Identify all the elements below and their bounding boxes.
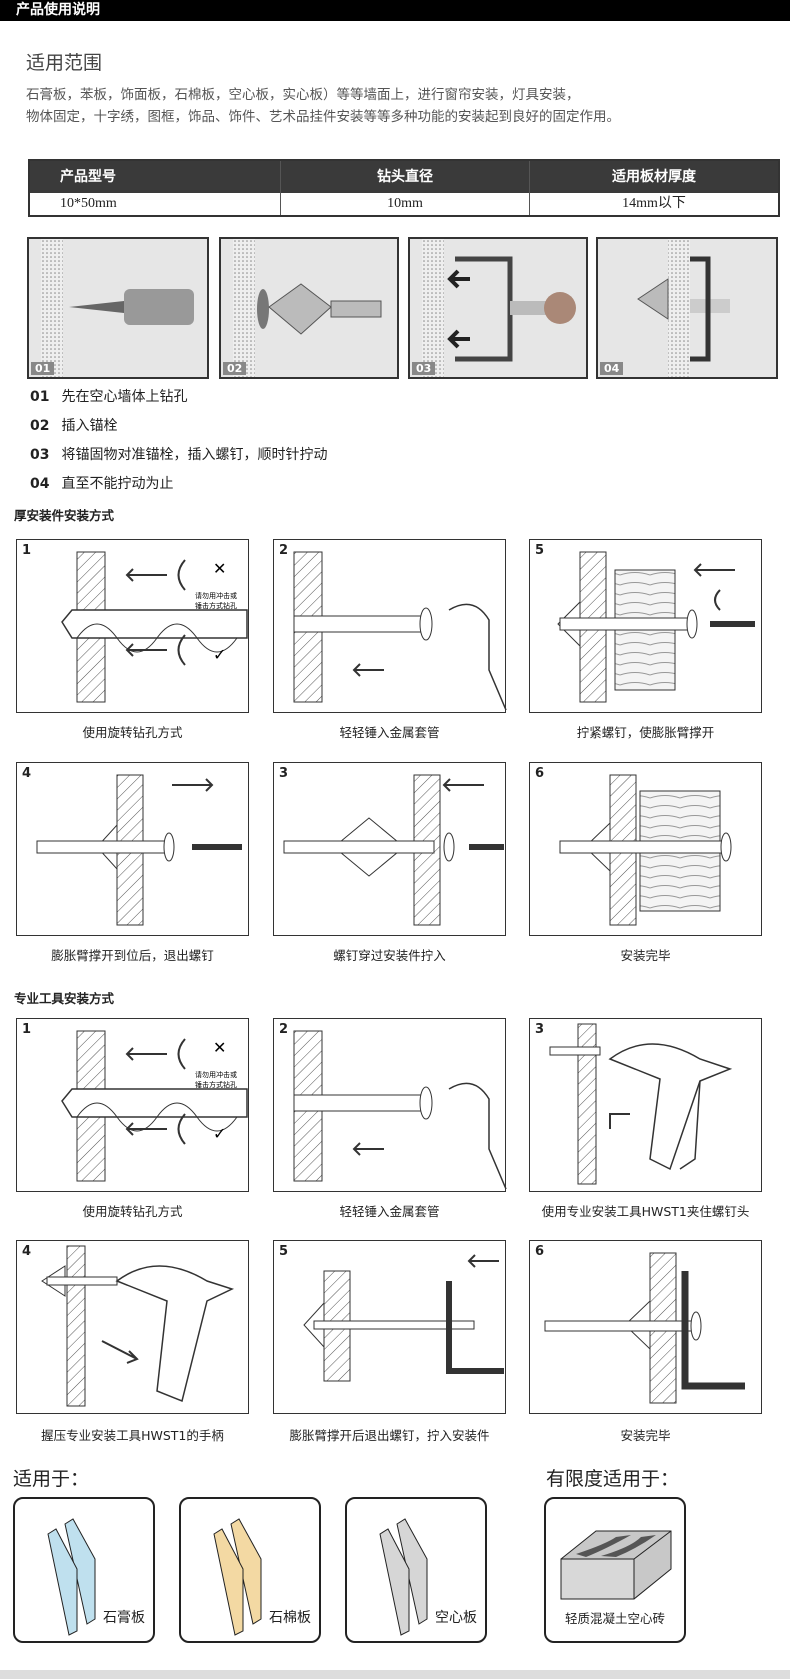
panel-number: 5 <box>535 543 545 558</box>
panel-number: 6 <box>535 766 545 781</box>
svg-text:✕: ✕ <box>213 559 226 578</box>
photo-step-01: 01 <box>27 237 209 379</box>
cell-board-thickness: 14mm以下 <box>622 196 686 211</box>
panel-number: 6 <box>535 1244 545 1259</box>
step-number: 03 <box>30 447 50 463</box>
photo-number: 04 <box>600 362 624 375</box>
photo-number: 02 <box>223 362 247 375</box>
step-01: 01 先在空心墙体上钻孔 <box>30 386 187 406</box>
warning-text-2: 锤击方式钻孔 <box>195 1080 237 1089</box>
panel-caption: 握压专业安装工具HWST1的手柄 <box>41 1428 224 1443</box>
material-label: 石棉板 <box>269 1610 311 1626</box>
material-label: 石膏板 <box>103 1610 145 1626</box>
material-asbestos-board: 石棉板 <box>179 1497 321 1643</box>
panel-tighten: 5 <box>529 539 762 713</box>
panel-caption: 安装完毕 <box>620 1428 671 1443</box>
header-drill-diameter: 钻头直径 <box>281 161 530 193</box>
step-03: 03 将锚固物对准锚栓，插入螺钉，顺时针拧动 <box>30 444 327 464</box>
limited-title: 有限度适用于： <box>546 1468 680 1490</box>
scope-line-1: 石膏板，苯板，饰面板，石棉板，空心板，实心板）等等墙面上，进行窗帘安装，灯具安装… <box>26 87 580 103</box>
step-number: 01 <box>30 389 50 405</box>
panel-number: 4 <box>22 1244 32 1259</box>
panel-hammer: 2 <box>273 539 507 713</box>
material-label: 轻质混凝土空心砖 <box>564 1611 665 1626</box>
panel-number: 1 <box>22 543 32 558</box>
panel-caption: 拧紧螺钉，使膨胀臂撑开 <box>576 725 715 740</box>
panel-caption: 轻轻锤入金属套管 <box>339 1204 440 1219</box>
step-text: 将锚固物对准锚栓，插入螺钉，顺时针拧动 <box>61 447 328 463</box>
step-number: 04 <box>30 476 50 492</box>
section-title-tool: 专业工具安装方式 <box>14 991 115 1006</box>
panel-caption: 使用专业安装工具HWST1夹住螺钉头 <box>541 1204 750 1219</box>
panel-number: 5 <box>279 1244 289 1259</box>
page-header-bar: 产品使用说明 <box>0 0 790 21</box>
photo-number: 01 <box>31 362 55 375</box>
panel-drill: ✕ ✓ 请勿用冲击或锤击方式钻孔 1 <box>16 539 249 713</box>
photo-step-04: 04 <box>596 237 778 379</box>
panel-hammer: 2 <box>273 1018 507 1192</box>
warning-text-2: 锤击方式钻孔 <box>195 601 237 610</box>
panel-remove-insert: 5 <box>273 1240 506 1414</box>
panel-number: 3 <box>279 766 289 781</box>
cell-model: 10*50mm <box>30 193 281 215</box>
material-hollow-brick: 轻质混凝土空心砖 <box>544 1497 686 1643</box>
panel-number: 2 <box>279 1022 289 1037</box>
material-gypsum-board: 石膏板 <box>13 1497 155 1643</box>
photo-step-02: 02 <box>219 237 399 379</box>
step-text: 直至不能拧动为止 <box>61 476 174 492</box>
cell-drill-diameter: 10mm <box>281 193 530 215</box>
panel-number: 1 <box>22 1022 32 1037</box>
header-title: 产品使用说明 <box>16 2 100 18</box>
panel-caption: 膨胀臂撑开后退出螺钉，拧入安装件 <box>289 1428 490 1443</box>
warning-text-1: 请勿用冲击或 <box>195 591 237 600</box>
spec-table-header: 产品型号 钻头直径 适用板材厚度 <box>30 161 778 193</box>
svg-text:✓: ✓ <box>213 645 226 664</box>
svg-text:✓: ✓ <box>213 1124 226 1143</box>
step-text: 先在空心墙体上钻孔 <box>61 389 188 405</box>
panel-caption: 螺钉穿过安装件拧入 <box>333 948 446 963</box>
panel-drill: ✕ ✓ 请勿用冲击或锤击方式钻孔 1 <box>16 1018 249 1192</box>
step-number: 02 <box>30 418 50 434</box>
panel-tool-squeeze: 4 <box>16 1240 249 1414</box>
svg-text:✕: ✕ <box>213 1038 226 1057</box>
material-label: 空心板 <box>435 1610 477 1626</box>
panel-screw-through: 3 <box>273 762 506 936</box>
panel-caption: 膨胀臂撑开到位后，退出螺钉 <box>51 948 214 963</box>
step-text: 插入锚栓 <box>61 418 118 434</box>
material-hollow-board: 空心板 <box>345 1497 487 1643</box>
panel-caption: 使用旋转钻孔方式 <box>82 725 183 740</box>
photo-step-03: 03 <box>408 237 588 379</box>
panel-number: 2 <box>279 543 289 558</box>
panel-remove-screw: 4 <box>16 762 249 936</box>
suitable-title: 适用于： <box>13 1468 90 1490</box>
panel-number: 3 <box>535 1022 545 1037</box>
photo-number: 03 <box>412 362 436 375</box>
section-title-thick: 厚安装件安装方式 <box>14 508 115 523</box>
panel-caption: 轻轻锤入金属套管 <box>339 725 440 740</box>
panel-complete: 6 <box>529 762 762 936</box>
panel-tool-grip: 3 <box>529 1018 762 1192</box>
step-04: 04 直至不能拧动为止 <box>30 473 173 493</box>
panel-complete: 6 <box>529 1240 762 1414</box>
header-model: 产品型号 <box>30 161 281 193</box>
scope-line-2: 物体固定，十字绣，图框，饰品、饰件、艺术品挂件安装等等多种功能的安装起到良好的固… <box>26 109 620 125</box>
step-02: 02 插入锚栓 <box>30 415 117 435</box>
panel-caption: 使用旋转钻孔方式 <box>82 1204 183 1219</box>
panel-caption: 安装完毕 <box>620 948 671 963</box>
header-board-thickness: 适用板材厚度 <box>612 169 696 185</box>
panel-number: 4 <box>22 766 32 781</box>
scope-title: 适用范围 <box>26 52 103 74</box>
bottom-divider <box>0 1670 790 1679</box>
warning-text-1: 请勿用冲击或 <box>195 1070 237 1079</box>
table-row: 10*50mm 10mm 14mm以下 <box>30 193 778 215</box>
spec-table: 产品型号 钻头直径 适用板材厚度 10*50mm 10mm 14mm以下 <box>28 159 780 217</box>
